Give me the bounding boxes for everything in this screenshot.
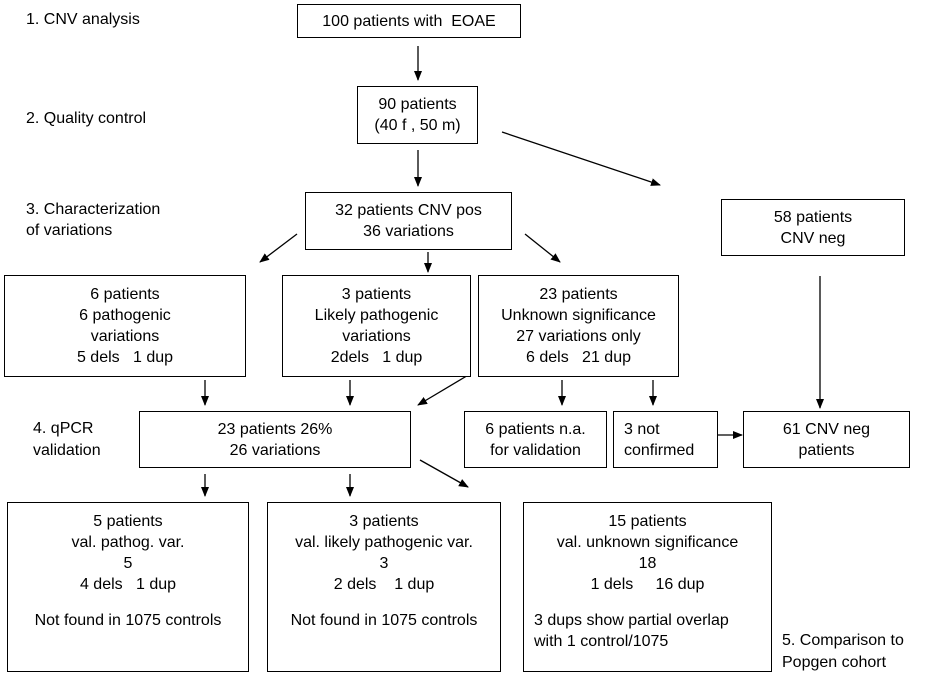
box-23-unknown-significance: 23 patients Unknown significance 27 vari… bbox=[478, 275, 679, 377]
box-text: val. pathog. var. bbox=[71, 534, 185, 551]
box-result-5-patients: 5 patients val. pathog. var. 5 4 dels 1 … bbox=[7, 502, 249, 672]
box-3-likely-pathogenic: 3 patients Likely pathogenic variations … bbox=[282, 275, 471, 377]
box-text: 3 bbox=[379, 555, 389, 572]
box-text: 6 patients n.a. bbox=[485, 420, 586, 438]
box-text: Unknown significance bbox=[501, 307, 656, 324]
box-61-cnv-neg: 61 CNV neg patients bbox=[743, 411, 910, 468]
box-text: patients bbox=[798, 441, 855, 459]
box-text: Likely pathogenic bbox=[314, 307, 439, 324]
arrow-90-to-neg bbox=[501, 131, 661, 186]
box-text: 58 patients bbox=[773, 208, 853, 226]
box-6-pathogenic: 6 patients 6 pathogenic variations 5 del… bbox=[4, 275, 246, 377]
step-1-label: 1. CNV analysis bbox=[26, 11, 140, 28]
step-5-label-line1: 5. Comparison to bbox=[782, 632, 904, 649]
box-text: 36 variations bbox=[363, 223, 454, 240]
box-text: 2 dels 1 dup bbox=[333, 576, 435, 593]
box-3-not-confirmed: 3 not confirmed bbox=[613, 411, 718, 468]
arrow-23-to-qpcr bbox=[417, 373, 471, 406]
box-qpcr-23-patients: 23 patients 26% 26 variations bbox=[139, 411, 411, 468]
box-text: confirmed bbox=[624, 441, 695, 459]
box-text: 6 pathogenic bbox=[79, 307, 171, 324]
box-text: 23 patients bbox=[539, 286, 618, 303]
box-32-patients-cnv-pos: 32 patients CNV pos 36 variations bbox=[305, 192, 512, 250]
box-text: 90 patients bbox=[378, 96, 457, 113]
box-text: val. likely pathogenic var. bbox=[295, 534, 473, 551]
arrow-qpcr-to-r15 bbox=[419, 459, 469, 488]
box-text: 6 dels 21 dup bbox=[526, 349, 631, 366]
box-text: 1 dels 16 dup bbox=[590, 576, 705, 593]
box-text: 6 patients bbox=[90, 286, 160, 303]
box-note: 3 dups show partial overlap bbox=[534, 612, 729, 629]
step-2-label: 2. Quality control bbox=[26, 110, 147, 127]
box-text: CNV neg bbox=[780, 229, 846, 247]
box-text: 18 bbox=[638, 555, 657, 572]
box-note: Not found in 1075 controls bbox=[34, 612, 222, 629]
box-text: 3 patients bbox=[349, 513, 419, 530]
arrow-32-to-23 bbox=[524, 233, 561, 263]
step-3-label-line2: of variations bbox=[26, 222, 113, 239]
step-3-label-line1: 3. Characterization bbox=[26, 201, 161, 218]
step-4-label-line1: 4. qPCR bbox=[33, 420, 94, 437]
box-text: for validation bbox=[490, 441, 581, 459]
box-text: variations bbox=[342, 328, 411, 345]
box-note: with 1 control/1075 bbox=[534, 633, 669, 650]
box-text: 15 patients bbox=[608, 513, 687, 530]
arrow-32-to-6 bbox=[259, 233, 298, 263]
box-text: 5 bbox=[123, 555, 133, 572]
box-text: 32 patients CNV pos bbox=[335, 202, 482, 219]
box-text: (40 f , 50 m) bbox=[374, 117, 461, 134]
step-5-label-line2: Popgen cohort bbox=[782, 654, 887, 671]
box-text: 26 variations bbox=[229, 441, 321, 459]
box-90-patients: 90 patients (40 f , 50 m) bbox=[357, 86, 478, 144]
box-text: 23 patients 26% bbox=[217, 420, 333, 438]
box-text: 27 variations only bbox=[516, 328, 641, 345]
box-text: 100 patients with EOAE bbox=[322, 12, 496, 30]
box-text: variations bbox=[90, 328, 160, 345]
box-result-3-patients: 3 patients val. likely pathogenic var. 3… bbox=[267, 502, 501, 672]
box-text: 3 not bbox=[624, 420, 660, 438]
box-text: 61 CNV neg bbox=[782, 420, 871, 438]
box-text: val. unknown significance bbox=[556, 534, 739, 551]
box-text: 3 patients bbox=[341, 286, 412, 303]
step-4-label-line2: validation bbox=[33, 442, 101, 459]
box-6-patients-na: 6 patients n.a. for validation bbox=[464, 411, 607, 468]
box-100-patients: 100 patients with EOAE bbox=[297, 4, 521, 38]
box-text: 5 dels 1 dup bbox=[76, 349, 174, 366]
box-text: 2dels 1 dup bbox=[330, 349, 423, 366]
box-note: Not found in 1075 controls bbox=[290, 612, 478, 629]
box-text: 5 patients bbox=[93, 513, 163, 530]
box-result-15-patients: 15 patients val. unknown significance 18… bbox=[523, 502, 772, 672]
box-text: 4 dels 1 dup bbox=[79, 576, 177, 593]
box-58-patients-cnv-neg: 58 patients CNV neg bbox=[721, 199, 905, 256]
